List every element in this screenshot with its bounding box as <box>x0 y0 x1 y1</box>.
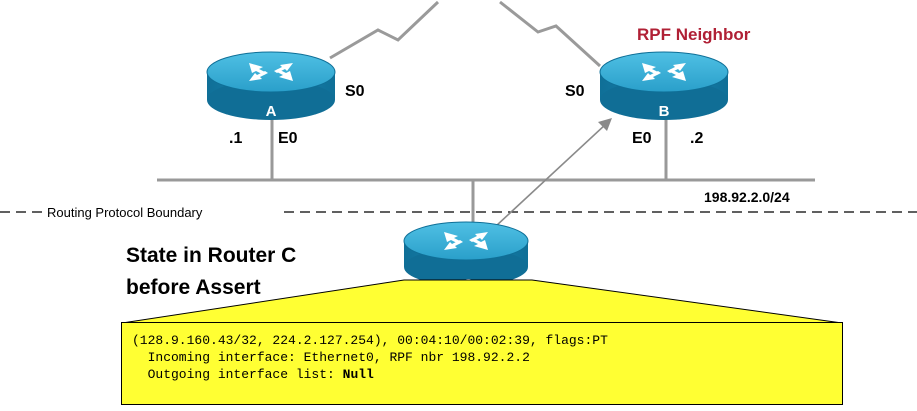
subnet-label: 198.92.2.0/24 <box>704 189 790 205</box>
router-b[interactable]: B <box>599 51 729 120</box>
outgoing-interface-value: Null <box>342 367 374 382</box>
router-c[interactable]: C <box>403 221 529 293</box>
mroute-state-box: (128.9.160.43/32, 224.2.127.254), 00:04:… <box>121 322 843 405</box>
router-b-ethernet-label: E0 <box>632 130 652 147</box>
router-b-address-label: .2 <box>690 130 703 147</box>
router-a-address-label: .1 <box>229 130 242 147</box>
router-a-letter: A <box>266 103 277 120</box>
rpf-neighbor-label: RPF Neighbor <box>637 25 751 44</box>
rpf-arrowhead <box>598 118 612 131</box>
router-a[interactable]: A <box>206 51 336 120</box>
serial-link-b <box>499 0 602 68</box>
mroute-entry: (128.9.160.43/32, 224.2.127.254), 00:04:… <box>132 333 608 348</box>
serial-link-a <box>329 0 440 60</box>
rpf-arrow <box>495 123 607 227</box>
outgoing-interface-prefix: Outgoing interface list: <box>132 367 343 382</box>
router-b-serial-label: S0 <box>565 83 585 100</box>
incoming-interface-line: Incoming interface: Ethernet0, RPF nbr 1… <box>132 350 530 365</box>
outgoing-interface-line: Outgoing interface list: Null <box>132 367 374 383</box>
router-a-serial-label: S0 <box>345 83 365 100</box>
state-title-line2: before Assert <box>126 276 261 299</box>
router-a-ethernet-label: E0 <box>278 130 298 147</box>
boundary-label: Routing Protocol Boundary <box>47 205 203 220</box>
router-b-letter: B <box>659 103 670 120</box>
state-title-line1: State in Router C <box>126 244 296 267</box>
